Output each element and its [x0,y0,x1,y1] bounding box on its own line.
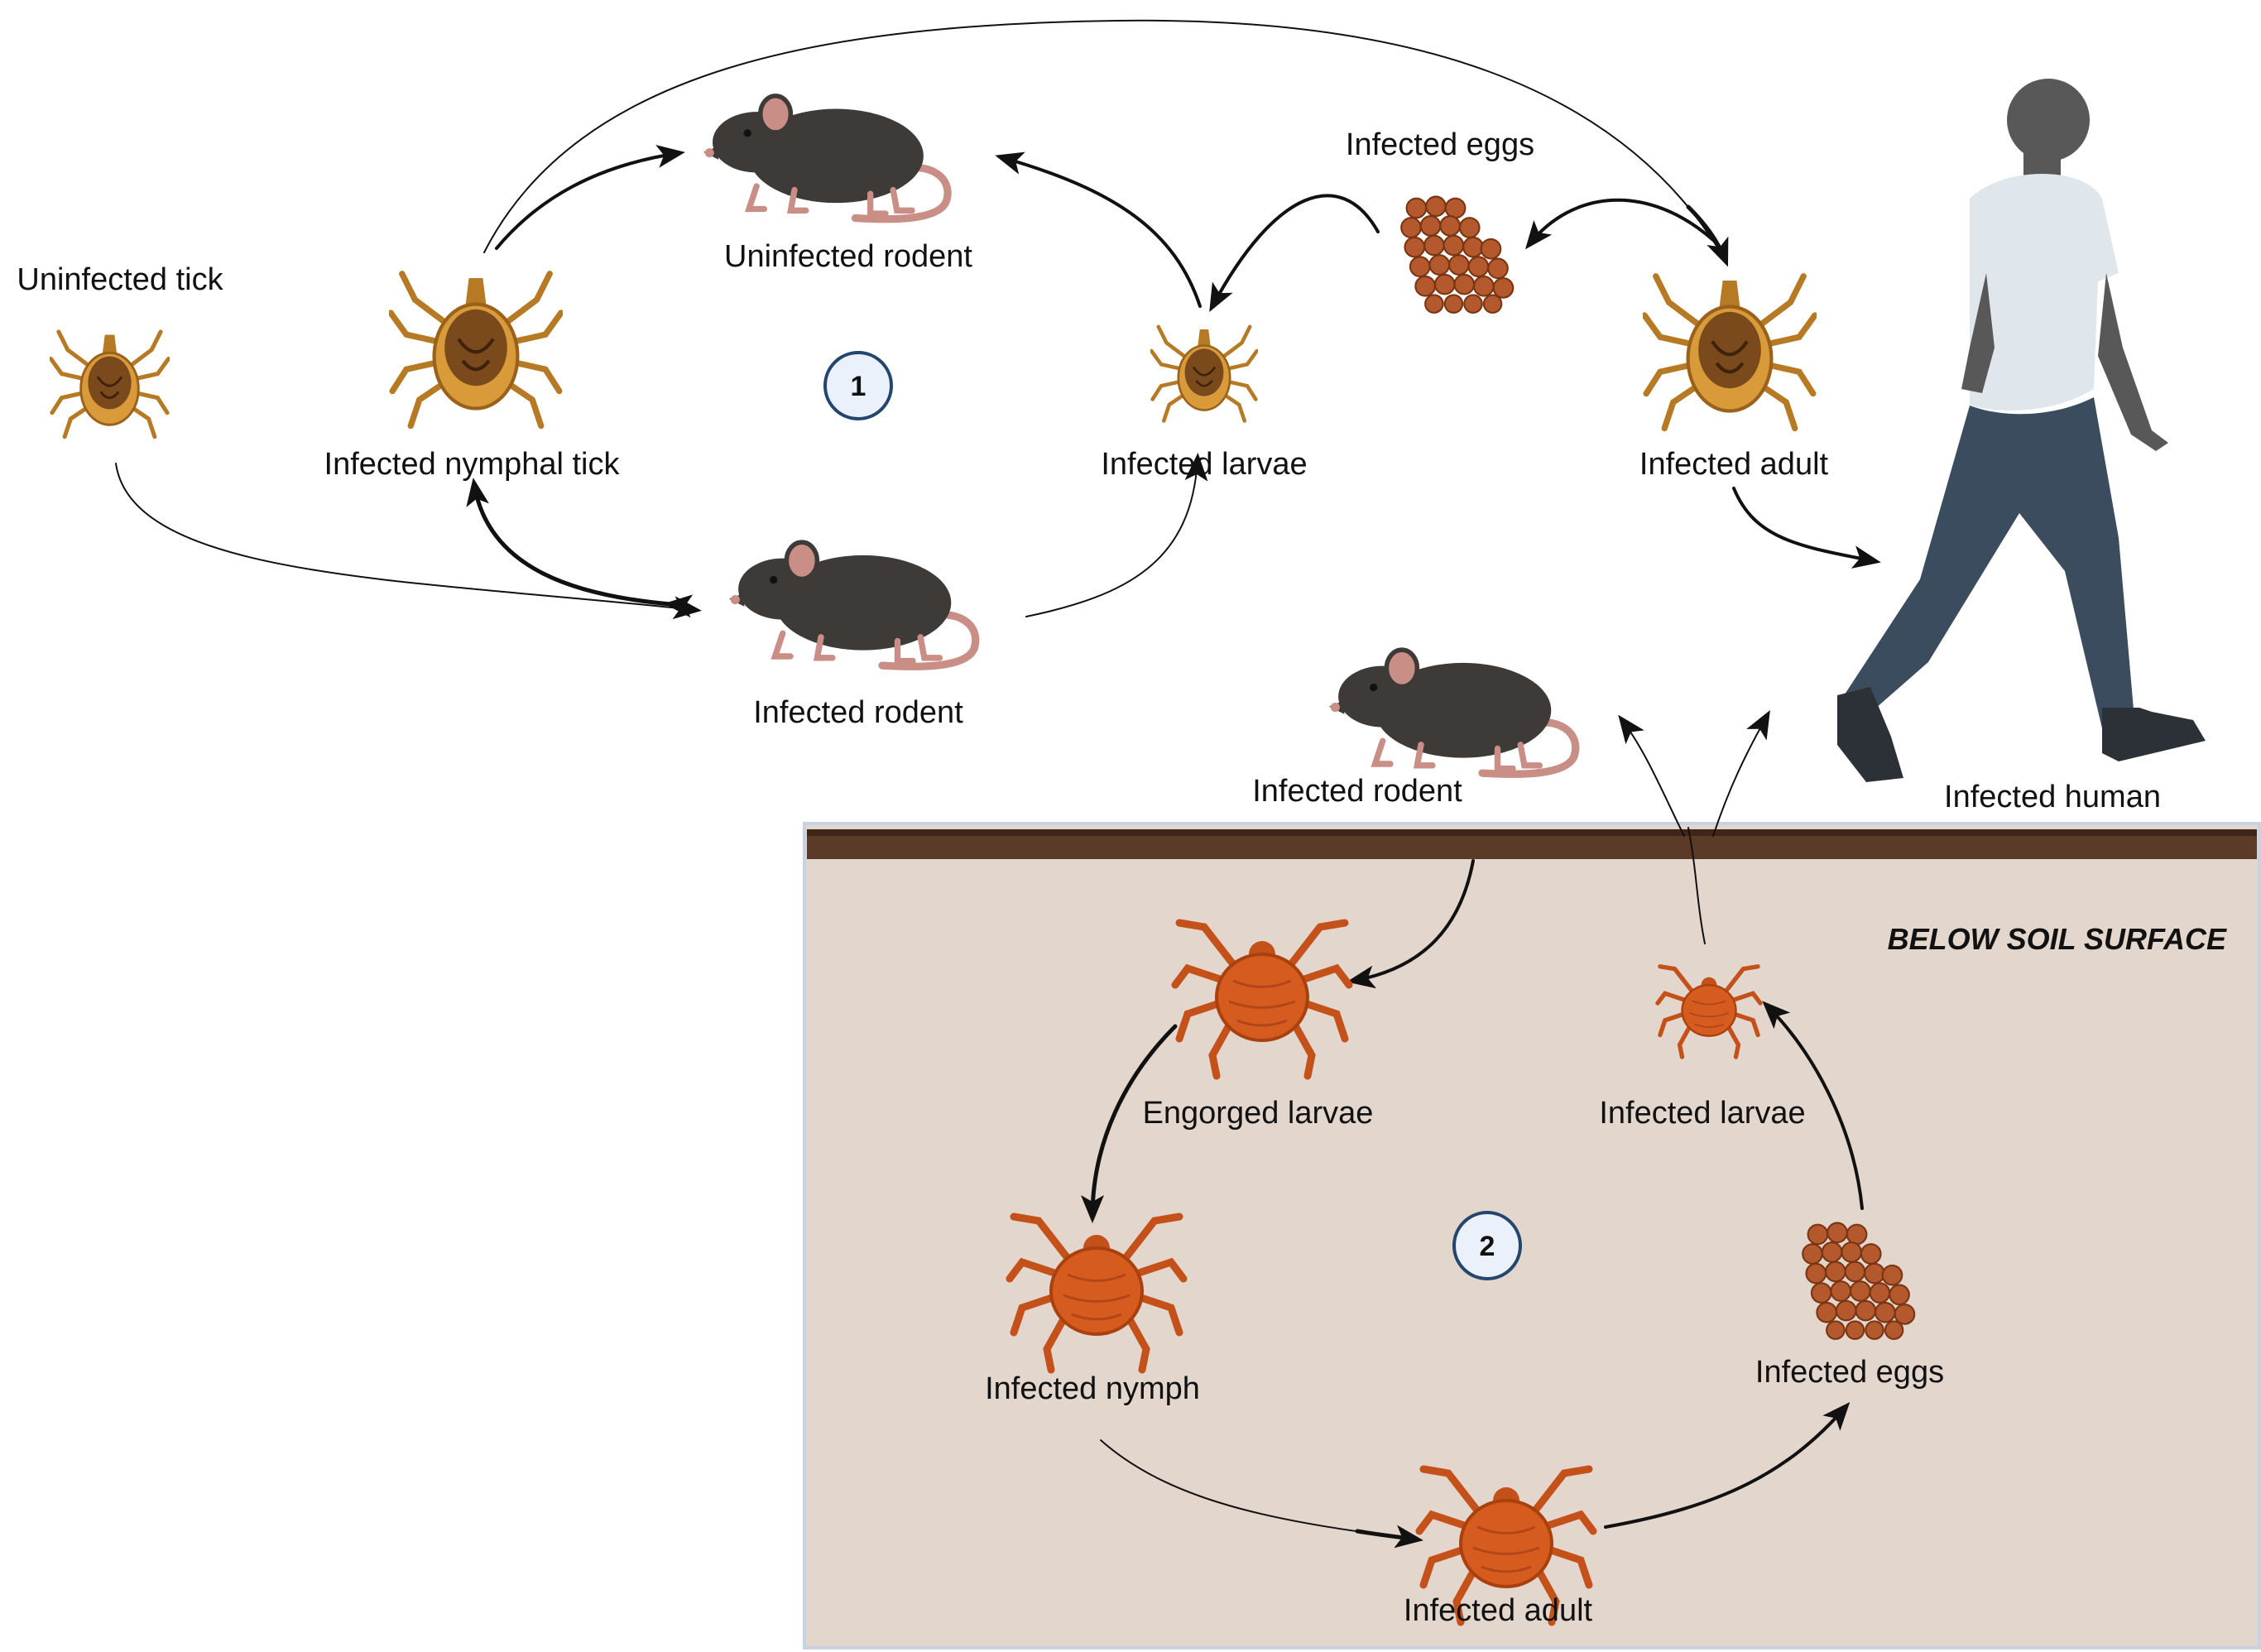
arrow-adult-to-eggs [1524,198,1715,250]
arrow-engorged-larvae-to-nymph [1081,1024,1178,1223]
label-infected-nymph: Infected nymph [985,1371,1200,1406]
arrow-eggs-to-larvae [1209,194,1380,313]
rodent-icon [729,542,976,666]
label-infected-adult-bottom: Infected adult [1404,1593,1593,1628]
tick-icon [391,274,561,426]
arrow-big-arc-to-adult [483,19,1726,262]
tick-icon [1644,276,1815,429]
arrow-surface-to-engorged-larvae [1347,859,1475,989]
arrow-to-infected-human [1712,710,1770,837]
human-figure-icon [1837,79,2206,782]
svg-text:1: 1 [851,371,866,402]
label-infected-eggs-bottom: Infected eggs [1755,1355,1944,1390]
label-infected-human: Infected human [1944,780,2161,814]
soil-surface-edge [807,829,2257,836]
arrow-adult-to-eggs [1604,1401,1851,1529]
cycle1-arrows [115,19,1881,620]
tick-icon [50,332,168,437]
tick-icon [1151,327,1256,421]
label-below-soil-surface: BELOW SOIL SURFACE [1888,922,2227,956]
svg-text:2: 2 [1480,1231,1495,1262]
arrow-nymph-to-uninfected-rodent [495,145,685,250]
label-infected-adult-top: Infected adult [1639,447,1829,482]
cycle2-arrows [1081,710,1864,1549]
label-engorged-larvae: Engorged larvae [1143,1096,1374,1131]
label-infected-larvae-bottom: Infected larvae [1599,1096,1805,1131]
label-uninfected-tick: Uninfected tick [17,262,223,297]
label-infected-larvae-top: Infected larvae [1101,447,1307,482]
egg-cluster-icon [1400,195,1515,314]
label-infected-rodent-right: Infected rodent [1252,774,1462,809]
label-uninfected-rodent: Uninfected rodent [724,239,972,274]
arrow-uninfected-tick-to-infected-rodent [115,463,702,620]
label-infected-nymphal-tick: Infected nymphal tick [324,447,621,482]
rodent-icon [703,96,948,219]
cycle2-badge: 2 [1452,1211,1522,1280]
label-infected-eggs-top: Infected eggs [1346,127,1534,162]
arrow-adult-to-human [1732,487,1881,569]
rodent-icon [1329,650,1576,774]
arrow-eggs-to-larvae [1762,1001,1864,1210]
arrow-larvae-up-split [1687,827,1706,944]
label-infected-rodent-left: Infected rodent [753,695,963,730]
arrow-rodent-nymph-bidirectional [466,478,673,607]
arrow-larvae-to-uninfected-rodent [995,151,1202,308]
arrow-infected-rodent-to-larvae [1025,453,1208,617]
cycle1-badge: 1 [823,351,893,420]
arrow-to-infected-rodent [1618,714,1685,837]
